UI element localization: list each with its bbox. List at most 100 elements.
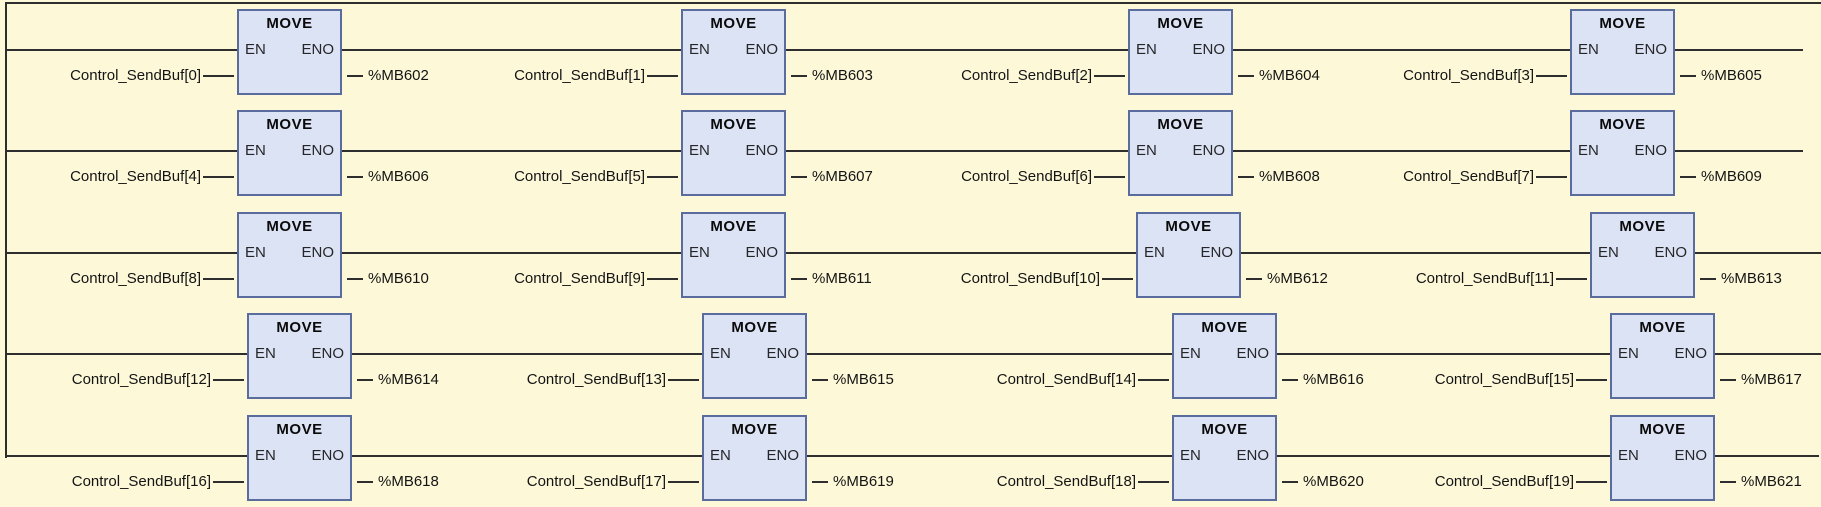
input-operand[interactable]: Control_SendBuf[0] xyxy=(70,67,201,84)
move-block-title: MOVE xyxy=(1165,218,1212,235)
output-operand[interactable]: %MB603 xyxy=(812,67,873,84)
move-block-title: MOVE xyxy=(266,116,313,133)
input-operand[interactable]: Control_SendBuf[17] xyxy=(526,473,666,490)
input-operand[interactable]: Control_SendBuf[1] xyxy=(514,67,645,84)
move-block-title: MOVE xyxy=(1157,15,1204,32)
input-pin-wire xyxy=(647,278,678,280)
en-pin-label: EN xyxy=(689,142,710,159)
move-block-title: MOVE xyxy=(1619,218,1666,235)
en-pin-label: EN xyxy=(710,447,731,464)
eno-pin-label: ENO xyxy=(1200,244,1233,261)
input-pin-wire xyxy=(203,278,234,280)
pin-row: EN ENO xyxy=(245,142,334,160)
input-operand[interactable]: Control_SendBuf[11] xyxy=(1415,270,1554,287)
output-operand[interactable]: %MB605 xyxy=(1701,67,1762,84)
eno-pin-label: ENO xyxy=(766,345,799,362)
en-pin-label: EN xyxy=(1136,142,1157,159)
output-operand[interactable]: %MB612 xyxy=(1267,270,1328,287)
input-operand[interactable]: Control_SendBuf[6] xyxy=(961,168,1092,185)
input-operand[interactable]: Control_SendBuf[16] xyxy=(71,473,211,490)
eno-pin-label: ENO xyxy=(1634,41,1667,58)
output-operand[interactable]: %MB614 xyxy=(378,371,439,388)
output-pin-wire xyxy=(812,379,828,381)
output-operand[interactable]: %MB607 xyxy=(812,168,873,185)
en-pin-label: EN xyxy=(1180,345,1201,362)
move-block-title: MOVE xyxy=(710,15,757,32)
output-pin-wire xyxy=(347,278,363,280)
input-operand[interactable]: Control_SendBuf[3] xyxy=(1403,67,1534,84)
eno-pin-label: ENO xyxy=(1674,345,1707,362)
input-pin-wire xyxy=(1536,176,1567,178)
output-operand[interactable]: %MB615 xyxy=(833,371,894,388)
output-operand[interactable]: %MB619 xyxy=(833,473,894,490)
rung-wire-top xyxy=(5,2,1821,4)
output-operand[interactable]: %MB613 xyxy=(1721,270,1782,287)
output-operand[interactable]: %MB621 xyxy=(1741,473,1802,490)
input-operand[interactable]: Control_SendBuf[8] xyxy=(70,270,201,287)
output-operand[interactable]: %MB611 xyxy=(812,270,872,287)
input-operand[interactable]: Control_SendBuf[14] xyxy=(996,371,1136,388)
input-operand[interactable]: Control_SendBuf[15] xyxy=(1434,371,1574,388)
en-pin-label: EN xyxy=(245,142,266,159)
output-operand[interactable]: %MB604 xyxy=(1259,67,1320,84)
output-operand[interactable]: %MB602 xyxy=(368,67,429,84)
input-operand[interactable]: Control_SendBuf[7] xyxy=(1403,168,1534,185)
output-pin-wire xyxy=(1282,379,1298,381)
output-operand[interactable]: %MB616 xyxy=(1303,371,1364,388)
en-pin-label: EN xyxy=(689,244,710,261)
en-pin-label: EN xyxy=(710,345,731,362)
rung-wire xyxy=(5,252,1821,254)
eno-pin-label: ENO xyxy=(301,142,334,159)
input-operand[interactable]: Control_SendBuf[2] xyxy=(961,67,1092,84)
output-operand[interactable]: %MB606 xyxy=(368,168,429,185)
input-pin-wire xyxy=(213,379,244,381)
output-pin-wire xyxy=(1720,481,1736,483)
input-operand[interactable]: Control_SendBuf[9] xyxy=(514,270,645,287)
input-operand[interactable]: Control_SendBuf[18] xyxy=(996,473,1136,490)
en-pin-label: EN xyxy=(255,447,276,464)
output-operand[interactable]: %MB620 xyxy=(1303,473,1364,490)
input-operand[interactable]: Control_SendBuf[4] xyxy=(70,168,201,185)
output-operand[interactable]: %MB617 xyxy=(1741,371,1802,388)
input-pin-wire xyxy=(203,75,234,77)
input-operand[interactable]: Control_SendBuf[12] xyxy=(71,371,211,388)
input-operand[interactable]: Control_SendBuf[5] xyxy=(514,168,645,185)
output-operand[interactable]: %MB609 xyxy=(1701,168,1762,185)
output-operand[interactable]: %MB618 xyxy=(378,473,439,490)
input-operand[interactable]: Control_SendBuf[19] xyxy=(1434,473,1574,490)
input-operand[interactable]: Control_SendBuf[10] xyxy=(960,270,1100,287)
output-pin-wire xyxy=(791,75,807,77)
move-block-title: MOVE xyxy=(731,319,778,336)
input-operand[interactable]: Control_SendBuf[13] xyxy=(526,371,666,388)
output-operand[interactable]: %MB610 xyxy=(368,270,429,287)
output-operand[interactable]: %MB608 xyxy=(1259,168,1320,185)
